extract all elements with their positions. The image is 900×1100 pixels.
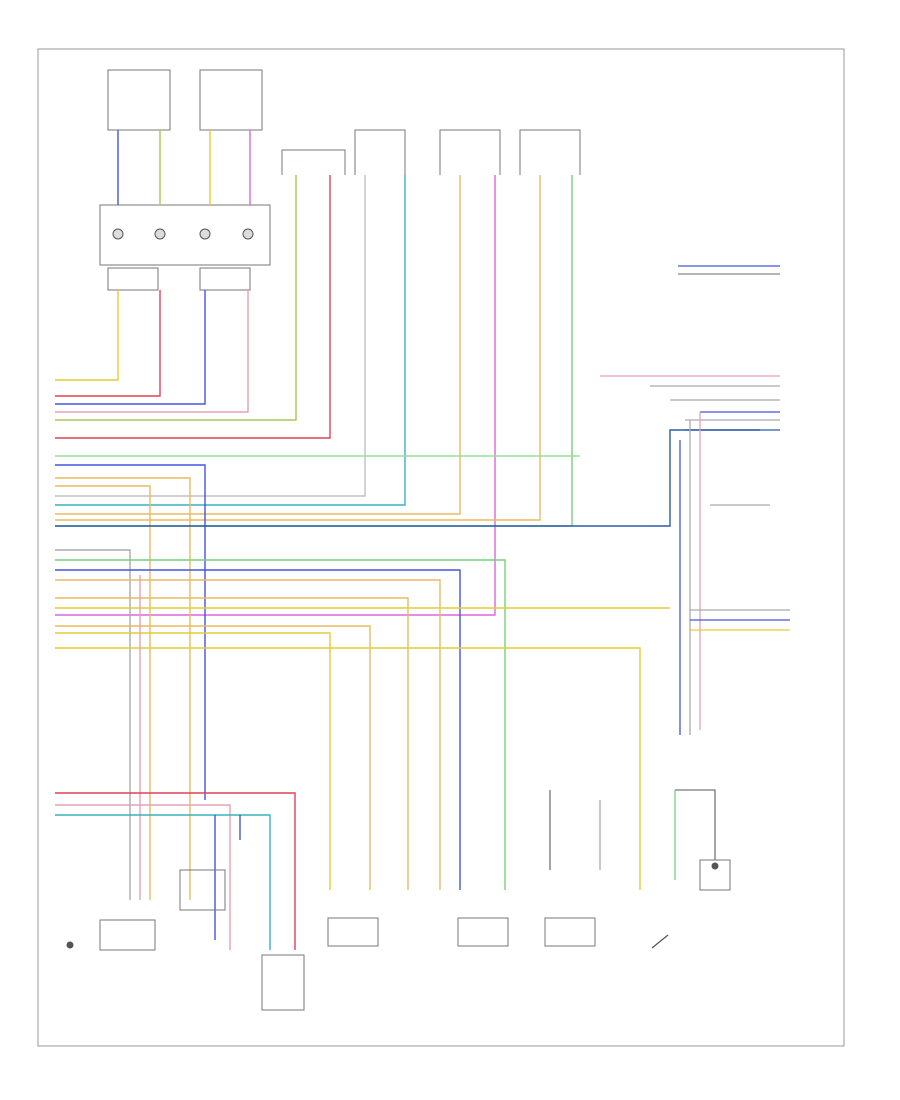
bus-wire [55, 477, 191, 900]
wire-path [55, 290, 119, 381]
pin-4 [242, 228, 254, 240]
module-pins [112, 228, 254, 240]
front-sensor-bottom-box [327, 917, 379, 947]
connector-box-2 [199, 267, 251, 291]
occupant-module-box [99, 204, 271, 266]
ground-point-box [699, 859, 731, 891]
crossover-wire [55, 792, 296, 950]
bottom-components [99, 859, 731, 1011]
pin-1 [112, 228, 124, 240]
bus-wire [55, 559, 506, 890]
wire-path [55, 175, 461, 515]
ground-dot [66, 941, 74, 949]
wire-path [55, 175, 406, 506]
side-impact-sensor-bracket [281, 149, 346, 175]
connector-block-left [179, 869, 226, 911]
wire-path [55, 175, 541, 521]
bus-wire [55, 647, 641, 890]
crossover-wire [55, 804, 231, 950]
wire-path [55, 290, 249, 413]
bus-wire [55, 464, 206, 800]
wire-path [55, 290, 161, 397]
seat-sensor-bracket-2 [439, 129, 501, 175]
wire-path [55, 175, 297, 421]
seat-sensor-bracket-1 [354, 129, 406, 175]
crossover-wires [55, 792, 296, 950]
front-sensor-box-1 [107, 69, 171, 131]
bus-wire [55, 549, 131, 900]
bus-wire [55, 579, 441, 890]
bus-wire [55, 485, 151, 900]
right-wire [675, 789, 716, 860]
bus-wire [55, 632, 331, 890]
seat-belt-pretensioner-box [99, 919, 156, 951]
crossover-wire [55, 814, 271, 950]
inflatable-belt-box [457, 917, 509, 947]
top-wire-drops [55, 130, 573, 616]
bus-wire [55, 597, 409, 890]
right-module-area [549, 265, 790, 880]
switch-symbol [651, 934, 669, 949]
seat-sensor-bracket-3 [519, 129, 581, 175]
wire-path [55, 175, 496, 616]
wire-path [55, 290, 206, 405]
seat-position-sensor-box [544, 917, 596, 947]
connector-box-1 [107, 267, 159, 291]
symbols [66, 862, 719, 949]
side-air-bag-box [261, 954, 305, 1011]
wire-path [55, 175, 366, 497]
bus-wire [55, 569, 461, 890]
front-sensor-box-2 [199, 69, 263, 131]
bus-wire [55, 625, 371, 890]
diagram-frame [37, 48, 845, 1047]
wire-path [55, 175, 331, 439]
bus-wires [55, 429, 760, 900]
pin-2 [154, 228, 166, 240]
ground-dot [711, 862, 719, 870]
top-components [99, 69, 581, 291]
pin-3 [199, 228, 211, 240]
